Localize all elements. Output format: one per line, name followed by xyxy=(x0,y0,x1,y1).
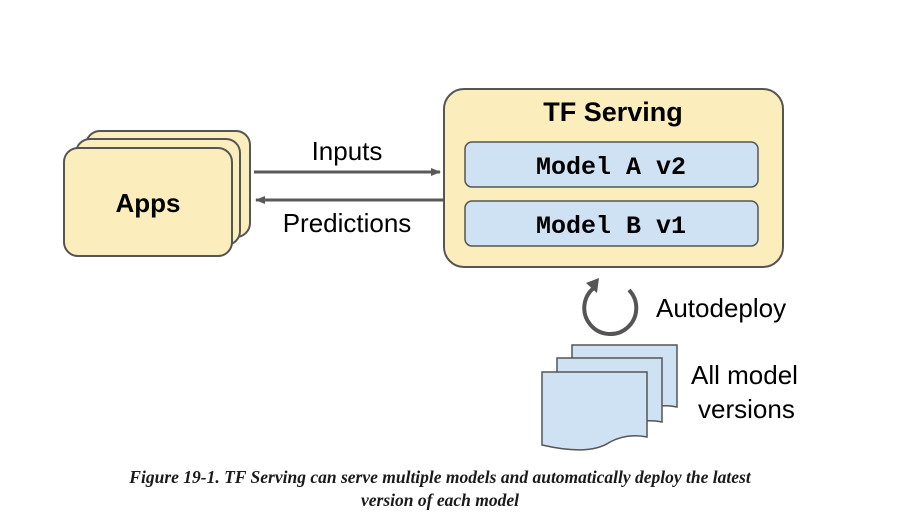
versions-label-line1: All model xyxy=(691,360,798,390)
tf-serving-diagram: Apps Inputs Predictions TF Serving Model… xyxy=(63,88,798,451)
versions-label-line2: versions xyxy=(698,394,795,424)
predictions-label: Predictions xyxy=(283,208,412,238)
figure-caption: Figure 19-1. TF Serving can serve multip… xyxy=(40,466,840,512)
model-b-label: Model B v1 xyxy=(536,212,686,241)
apps-stack: Apps xyxy=(63,130,251,257)
inputs-flow: Inputs xyxy=(254,136,441,176)
version-doc-front xyxy=(541,371,648,451)
model-a-label: Model A v2 xyxy=(536,153,686,182)
predictions-flow: Predictions xyxy=(255,196,444,238)
tf-serving-box: TF Serving Model A v2 Model B v1 xyxy=(443,88,784,268)
autodeploy-icon xyxy=(582,285,639,336)
caption-line-2: version of each model xyxy=(361,490,519,510)
apps-label: Apps xyxy=(116,188,181,218)
tf-serving-title: TF Serving xyxy=(543,97,683,127)
autodeploy-arrowhead xyxy=(586,278,599,293)
model-versions-stack: All model versions xyxy=(541,344,798,451)
autodeploy-label: Autodeploy xyxy=(656,293,786,323)
caption-line-1: Figure 19-1. TF Serving can serve multip… xyxy=(129,467,751,487)
autodeploy-group: Autodeploy xyxy=(582,278,786,336)
model-b-box xyxy=(464,200,759,247)
apps-card-front xyxy=(63,147,233,257)
inputs-label: Inputs xyxy=(312,136,383,166)
model-a-box xyxy=(464,141,759,188)
